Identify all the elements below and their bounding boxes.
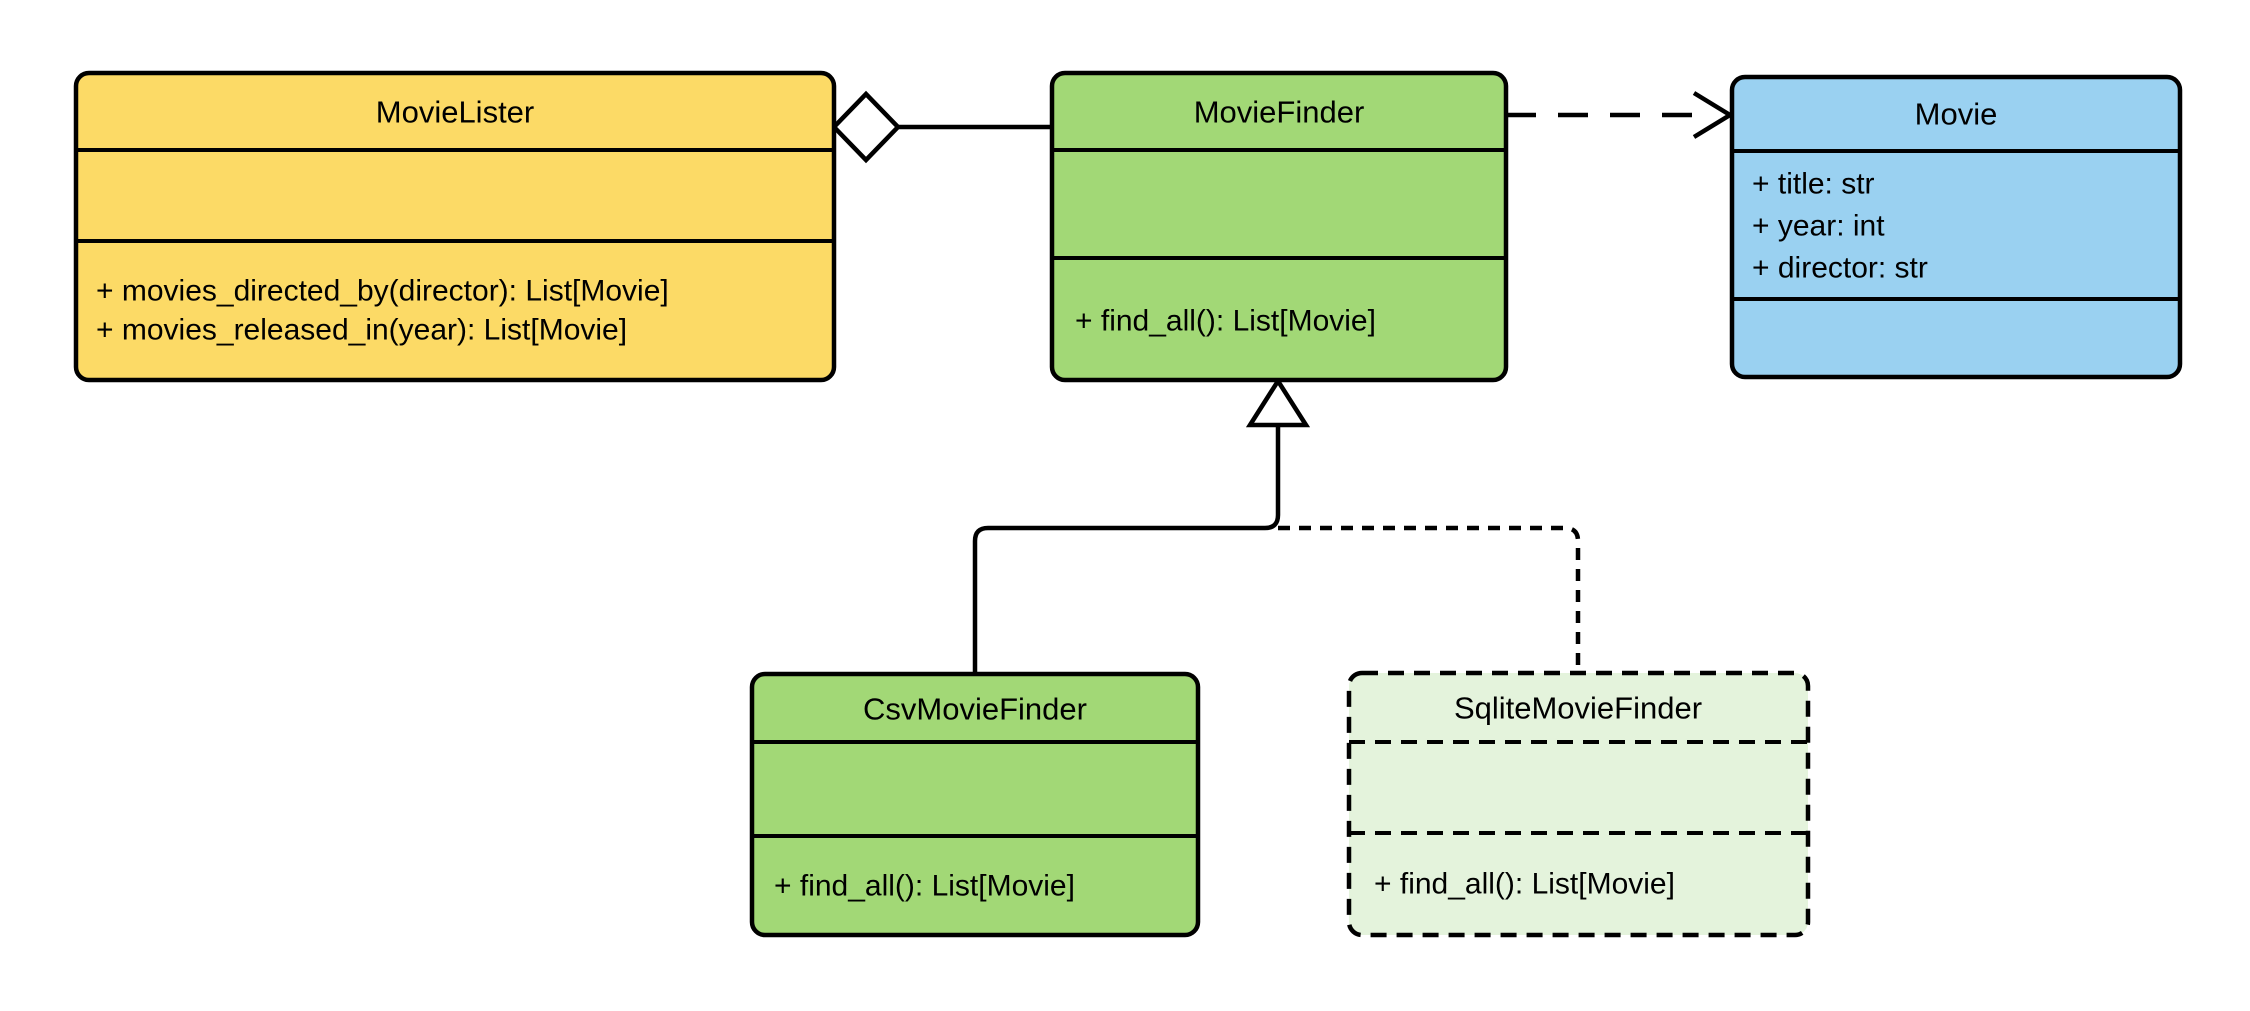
class-box-sqlitemoviefinder[interactable] [1346, 670, 1811, 938]
movie-attribute-3: + director: str [1752, 252, 1928, 285]
generalization-connector-sqlitemoviefinder-moviefinder[interactable] [1278, 525, 1581, 673]
csvmoviefinder-method-1: + find_all(): List[Movie] [774, 870, 1075, 903]
class-sqlitemoviefinder[interactable]: SqliteMovieFinder + find_all(): List[Mov… [1346, 670, 1811, 938]
class-movielister[interactable]: MovieLister + movies_directed_by(directo… [73, 70, 837, 383]
class-movie[interactable]: Movie + title: str + year: int + directo… [1729, 74, 2183, 380]
sqlitemoviefinder-class-name: SqliteMovieFinder [1454, 691, 1702, 726]
hollow-diamond-icon [830, 90, 902, 164]
class-box-csvmoviefinder[interactable] [749, 671, 1201, 938]
moviefinder-method-1: + find_all(): List[Movie] [1075, 305, 1376, 338]
aggregation-connector-movielister-moviefinder[interactable] [830, 90, 1052, 164]
class-csvmoviefinder[interactable]: CsvMovieFinder + find_all(): List[Movie] [749, 671, 1201, 938]
movie-attribute-1: + title: str [1752, 168, 1875, 201]
movielister-method-2: + movies_released_in(year): List[Movie] [96, 314, 627, 347]
movielister-class-name: MovieLister [376, 95, 535, 130]
movie-class-name: Movie [1915, 97, 1998, 132]
csvmoviefinder-class-name: CsvMovieFinder [863, 692, 1087, 727]
movielister-method-1: + movies_directed_by(director): List[Mov… [96, 275, 669, 308]
class-moviefinder[interactable]: MovieFinder + find_all(): List[Movie] [1049, 70, 1509, 383]
generalization-solid-path[interactable] [972, 425, 1281, 674]
generalization-connector-csvmoviefinder-moviefinder[interactable] [972, 376, 1311, 674]
movie-attribute-2: + year: int [1752, 210, 1885, 243]
generalization-dashed-path[interactable] [1278, 525, 1581, 673]
moviefinder-class-name: MovieFinder [1194, 95, 1365, 130]
sqlitemoviefinder-method-1: + find_all(): List[Movie] [1374, 868, 1675, 901]
